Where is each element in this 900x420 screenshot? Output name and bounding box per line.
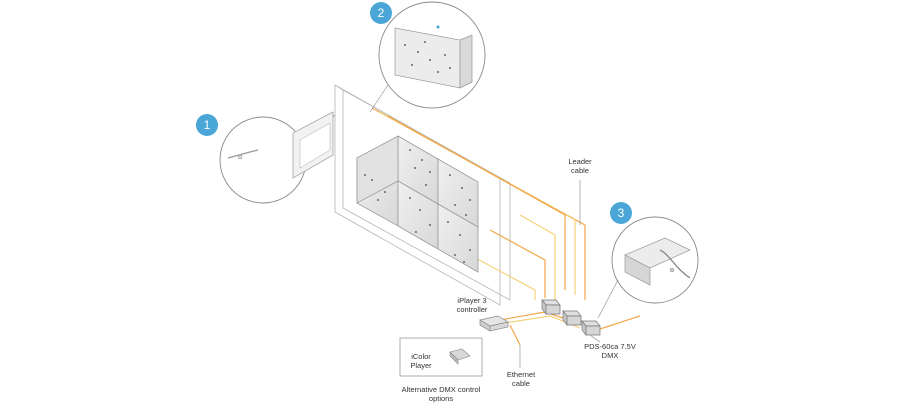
alternative-dmx-label: Alternative DMX control options [393,385,489,404]
alternative-line1: Alternative DMX control [401,385,481,394]
callout-1-badge: 1 [196,114,218,136]
tile-dots [364,149,471,263]
detail-1-circle [219,111,336,204]
pds-unit [562,310,582,326]
tile [356,135,399,204]
icolor-label: iColor Player [404,352,438,371]
leader-cable-label: Leader cable [560,157,600,176]
callout-2-badge: 2 [370,2,392,24]
mounting-frame [334,84,511,306]
pds-unit [581,320,601,336]
iplayer-label: iPlayer 3 controller [448,296,496,315]
iplayer-line1: iPlayer 3 [457,296,487,305]
pds-units [541,299,601,336]
ethernet-label: Ethernet cable [500,370,542,389]
alternative-line2: options [428,394,454,404]
ethernet-line1: Ethernet [506,370,536,379]
pds-line2: DMX [601,351,619,361]
cables [371,107,641,346]
icolor-line2: Player [410,361,432,371]
leader-cable-line2: cable [571,166,589,176]
icolor-line1: iColor [411,352,431,361]
pds-line1: PDS-60ca 7.5V [584,342,636,351]
label-leaders [519,180,601,368]
ethernet-line2: cable [512,379,530,389]
pds-unit [541,299,561,315]
iplayer-line2: controller [456,305,488,315]
detail-3-circle [597,216,699,319]
detail-2-circle [369,1,486,113]
callout-3-badge: 3 [610,202,632,224]
pds-label: PDS-60ca 7.5V DMX [580,342,640,361]
leader-cable-line1: Leader [568,157,592,166]
icolor-player-box [399,337,483,377]
iplayer-controller [479,315,509,332]
